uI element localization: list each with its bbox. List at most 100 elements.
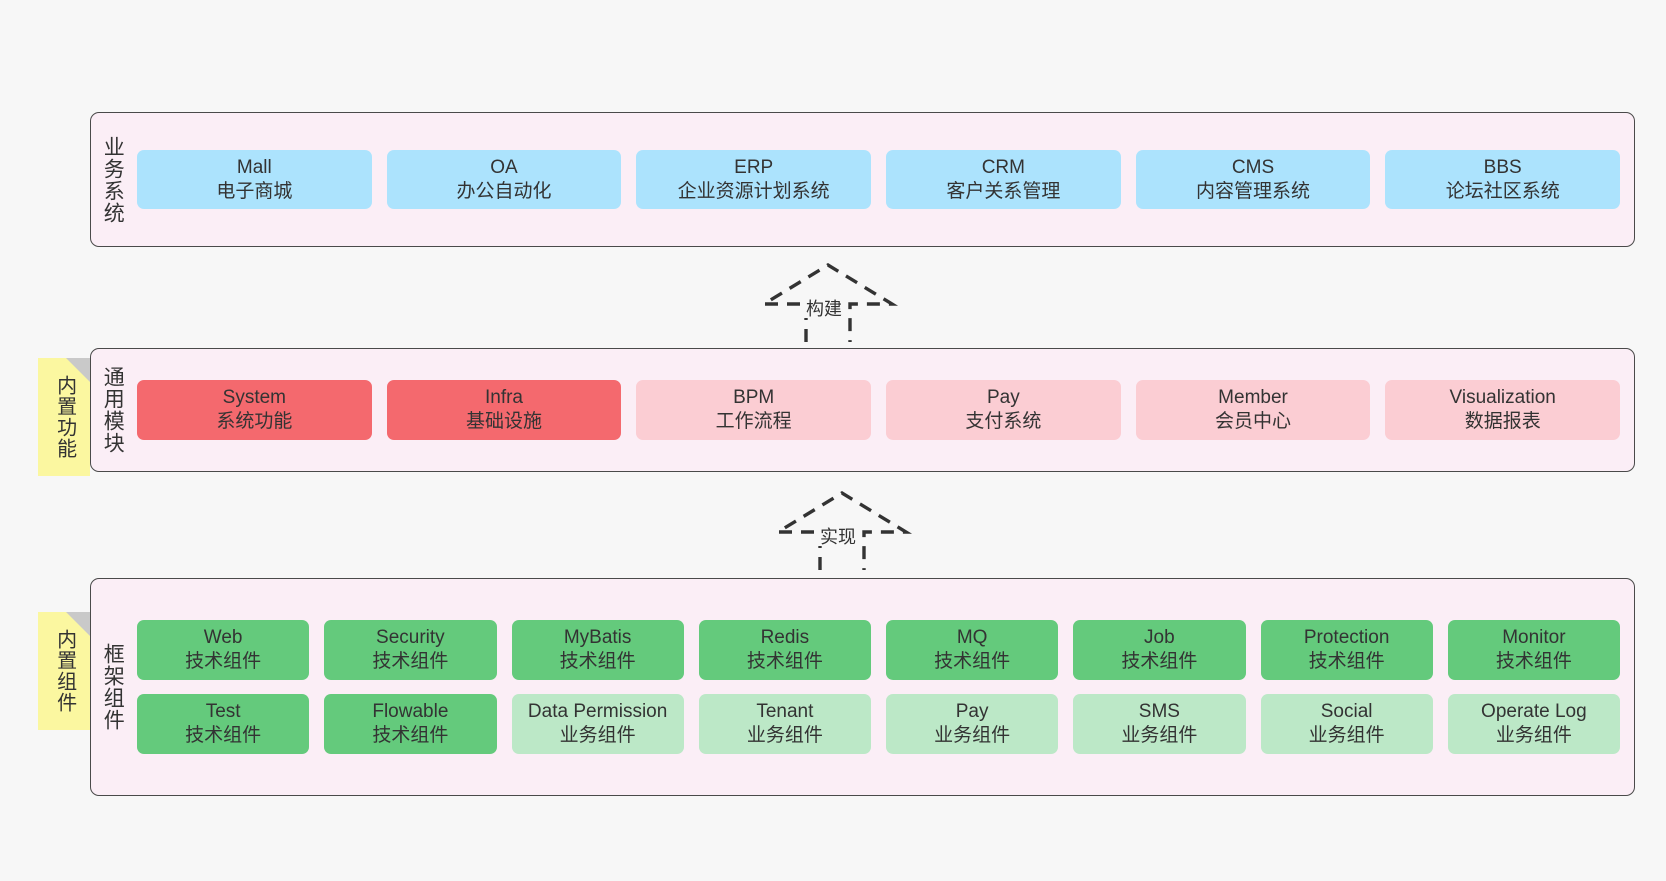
card-title-cn: 业务组件 bbox=[1121, 724, 1198, 746]
card-member[interactable]: Member 会员中心 bbox=[1135, 380, 1371, 440]
tier-label-framework-components: 框架组件 bbox=[101, 643, 125, 731]
card-title-en: BPM bbox=[733, 387, 775, 409]
card-title-en: OA bbox=[490, 156, 518, 178]
card-title-cn: 技术组件 bbox=[934, 651, 1011, 673]
card-row: Test 技术组件 Flowable 技术组件 Data Permission … bbox=[137, 694, 1620, 754]
card-title-en: MQ bbox=[956, 627, 988, 649]
card-title-en: CMS bbox=[1231, 156, 1275, 178]
arrow-label-build: 构建 bbox=[804, 299, 844, 319]
card-sms[interactable]: SMS 业务组件 bbox=[1073, 694, 1246, 754]
card-title-cn: 业务组件 bbox=[746, 724, 823, 746]
card-title-en: Operate Log bbox=[1481, 701, 1587, 722]
card-row: Mall 电子商城 OA 办公自动化 ERP 企业资源计划系统 CRM 客户关系… bbox=[137, 149, 1621, 210]
card-title-cn: 系统功能 bbox=[216, 411, 293, 432]
card-bbs[interactable]: BBS 论坛社区系统 bbox=[1385, 149, 1621, 210]
card-title-en: Visualization bbox=[1449, 387, 1556, 409]
tier-body-common-modules: System 系统功能 Infra 基础设施 BPM 工作流程 Pay 支付系统… bbox=[133, 349, 1634, 471]
card-crm[interactable]: CRM 客户关系管理 bbox=[886, 149, 1121, 210]
card-title-en: Test bbox=[205, 701, 241, 722]
card-security[interactable]: Security 技术组件 bbox=[324, 620, 497, 680]
card-bpm[interactable]: BPM 工作流程 bbox=[636, 380, 872, 440]
arrow-implement: 实现 bbox=[771, 490, 913, 572]
card-title-en: Member bbox=[1218, 387, 1288, 409]
card-title-en: CRM bbox=[981, 156, 1025, 178]
card-title-en: Security bbox=[376, 627, 445, 649]
card-title-cn: 技术组件 bbox=[185, 724, 262, 746]
tier-framework-components: 框架组件 Web 技术组件 Security 技术组件 MyBatis 技术组件… bbox=[90, 578, 1635, 796]
card-title-cn: 技术组件 bbox=[559, 651, 636, 673]
sticky-note-builtin-components: 内置组件 bbox=[38, 612, 90, 730]
card-title-en: Job bbox=[1144, 627, 1175, 649]
card-title-cn: 技术组件 bbox=[372, 724, 449, 746]
tier-common-modules: 通用模块 System 系统功能 Infra 基础设施 BPM 工作流程 Pay… bbox=[90, 348, 1635, 472]
card-title-cn: 电子商城 bbox=[216, 180, 293, 202]
tier-body-framework-components: Web 技术组件 Security 技术组件 MyBatis 技术组件 Redi… bbox=[133, 579, 1634, 795]
card-title-cn: 数据报表 bbox=[1464, 411, 1541, 432]
card-oa[interactable]: OA 办公自动化 bbox=[386, 149, 622, 210]
card-title-en: System bbox=[222, 387, 287, 409]
card-protection[interactable]: Protection 技术组件 bbox=[1260, 620, 1433, 680]
card-pay-business[interactable]: Pay 业务组件 bbox=[886, 694, 1059, 754]
card-mq[interactable]: MQ 技术组件 bbox=[886, 620, 1059, 680]
sticky-note-builtin-features: 内置功能 bbox=[38, 358, 90, 476]
card-title-cn: 业务组件 bbox=[559, 724, 636, 746]
card-job[interactable]: Job 技术组件 bbox=[1073, 620, 1246, 680]
card-title-cn: 办公自动化 bbox=[456, 180, 552, 202]
card-erp[interactable]: ERP 企业资源计划系统 bbox=[636, 149, 872, 210]
card-redis[interactable]: Redis 技术组件 bbox=[698, 620, 871, 680]
card-operate-log[interactable]: Operate Log 业务组件 bbox=[1447, 694, 1620, 754]
card-mybatis[interactable]: MyBatis 技术组件 bbox=[511, 620, 684, 680]
card-cms[interactable]: CMS 内容管理系统 bbox=[1135, 149, 1371, 210]
card-title-en: Infra bbox=[484, 387, 524, 409]
card-title-en: Monitor bbox=[1502, 627, 1566, 649]
card-title-cn: 内容管理系统 bbox=[1196, 180, 1311, 202]
card-title-cn: 业务组件 bbox=[1495, 724, 1572, 746]
card-title-cn: 技术组件 bbox=[1121, 651, 1198, 673]
card-test[interactable]: Test 技术组件 bbox=[137, 694, 310, 754]
card-tenant[interactable]: Tenant 业务组件 bbox=[698, 694, 871, 754]
arrow-label-implement: 实现 bbox=[818, 527, 858, 547]
card-title-cn: 基础设施 bbox=[466, 411, 543, 432]
card-title-en: Redis bbox=[760, 627, 810, 649]
arrow-build: 构建 bbox=[757, 262, 899, 344]
card-mall[interactable]: Mall 电子商城 bbox=[137, 149, 372, 210]
card-system[interactable]: System 系统功能 bbox=[137, 380, 372, 440]
card-title-cn: 支付系统 bbox=[965, 411, 1042, 432]
card-title-cn: 论坛社区系统 bbox=[1445, 180, 1560, 202]
card-row: Web 技术组件 Security 技术组件 MyBatis 技术组件 Redi… bbox=[137, 620, 1620, 680]
card-web[interactable]: Web 技术组件 bbox=[137, 620, 310, 680]
card-title-en: Mall bbox=[236, 156, 272, 178]
card-title-cn: 客户关系管理 bbox=[946, 180, 1061, 202]
sticky-note-label: 内置组件 bbox=[53, 629, 76, 713]
card-title-en: Social bbox=[1320, 701, 1373, 722]
card-monitor[interactable]: Monitor 技术组件 bbox=[1447, 620, 1620, 680]
card-title-cn: 技术组件 bbox=[372, 651, 449, 673]
card-infra[interactable]: Infra 基础设施 bbox=[386, 380, 622, 440]
tier-label-common-modules: 通用模块 bbox=[101, 366, 125, 454]
card-title-en: Pay bbox=[955, 701, 989, 722]
card-row: System 系统功能 Infra 基础设施 BPM 工作流程 Pay 支付系统… bbox=[137, 380, 1621, 440]
card-title-en: Tenant bbox=[756, 701, 814, 722]
tier-label-business-systems: 业务系统 bbox=[101, 135, 125, 224]
card-title-cn: 业务组件 bbox=[1308, 724, 1385, 746]
card-title-cn: 业务组件 bbox=[934, 724, 1011, 746]
card-title-cn: 企业资源计划系统 bbox=[677, 180, 830, 202]
card-title-en: Flowable bbox=[372, 701, 449, 722]
sticky-note-label: 内置功能 bbox=[53, 375, 76, 459]
card-title-en: BBS bbox=[1483, 156, 1522, 178]
card-pay[interactable]: Pay 支付系统 bbox=[886, 380, 1121, 440]
tier-body-business-systems: Mall 电子商城 OA 办公自动化 ERP 企业资源计划系统 CRM 客户关系… bbox=[133, 113, 1634, 246]
card-title-cn: 工作流程 bbox=[715, 411, 792, 432]
card-visualization[interactable]: Visualization 数据报表 bbox=[1385, 380, 1621, 440]
card-data-permission[interactable]: Data Permission 业务组件 bbox=[511, 694, 684, 754]
card-title-en: SMS bbox=[1138, 701, 1180, 722]
card-title-cn: 技术组件 bbox=[746, 651, 823, 673]
card-title-en: Pay bbox=[986, 387, 1020, 409]
card-flowable[interactable]: Flowable 技术组件 bbox=[324, 694, 497, 754]
card-social[interactable]: Social 业务组件 bbox=[1260, 694, 1433, 754]
tier-business-systems: 业务系统 Mall 电子商城 OA 办公自动化 ERP 企业资源计划系统 CRM… bbox=[90, 112, 1635, 247]
card-title-cn: 技术组件 bbox=[1495, 651, 1572, 673]
card-title-cn: 技术组件 bbox=[1308, 651, 1385, 673]
card-title-en: ERP bbox=[734, 156, 774, 178]
